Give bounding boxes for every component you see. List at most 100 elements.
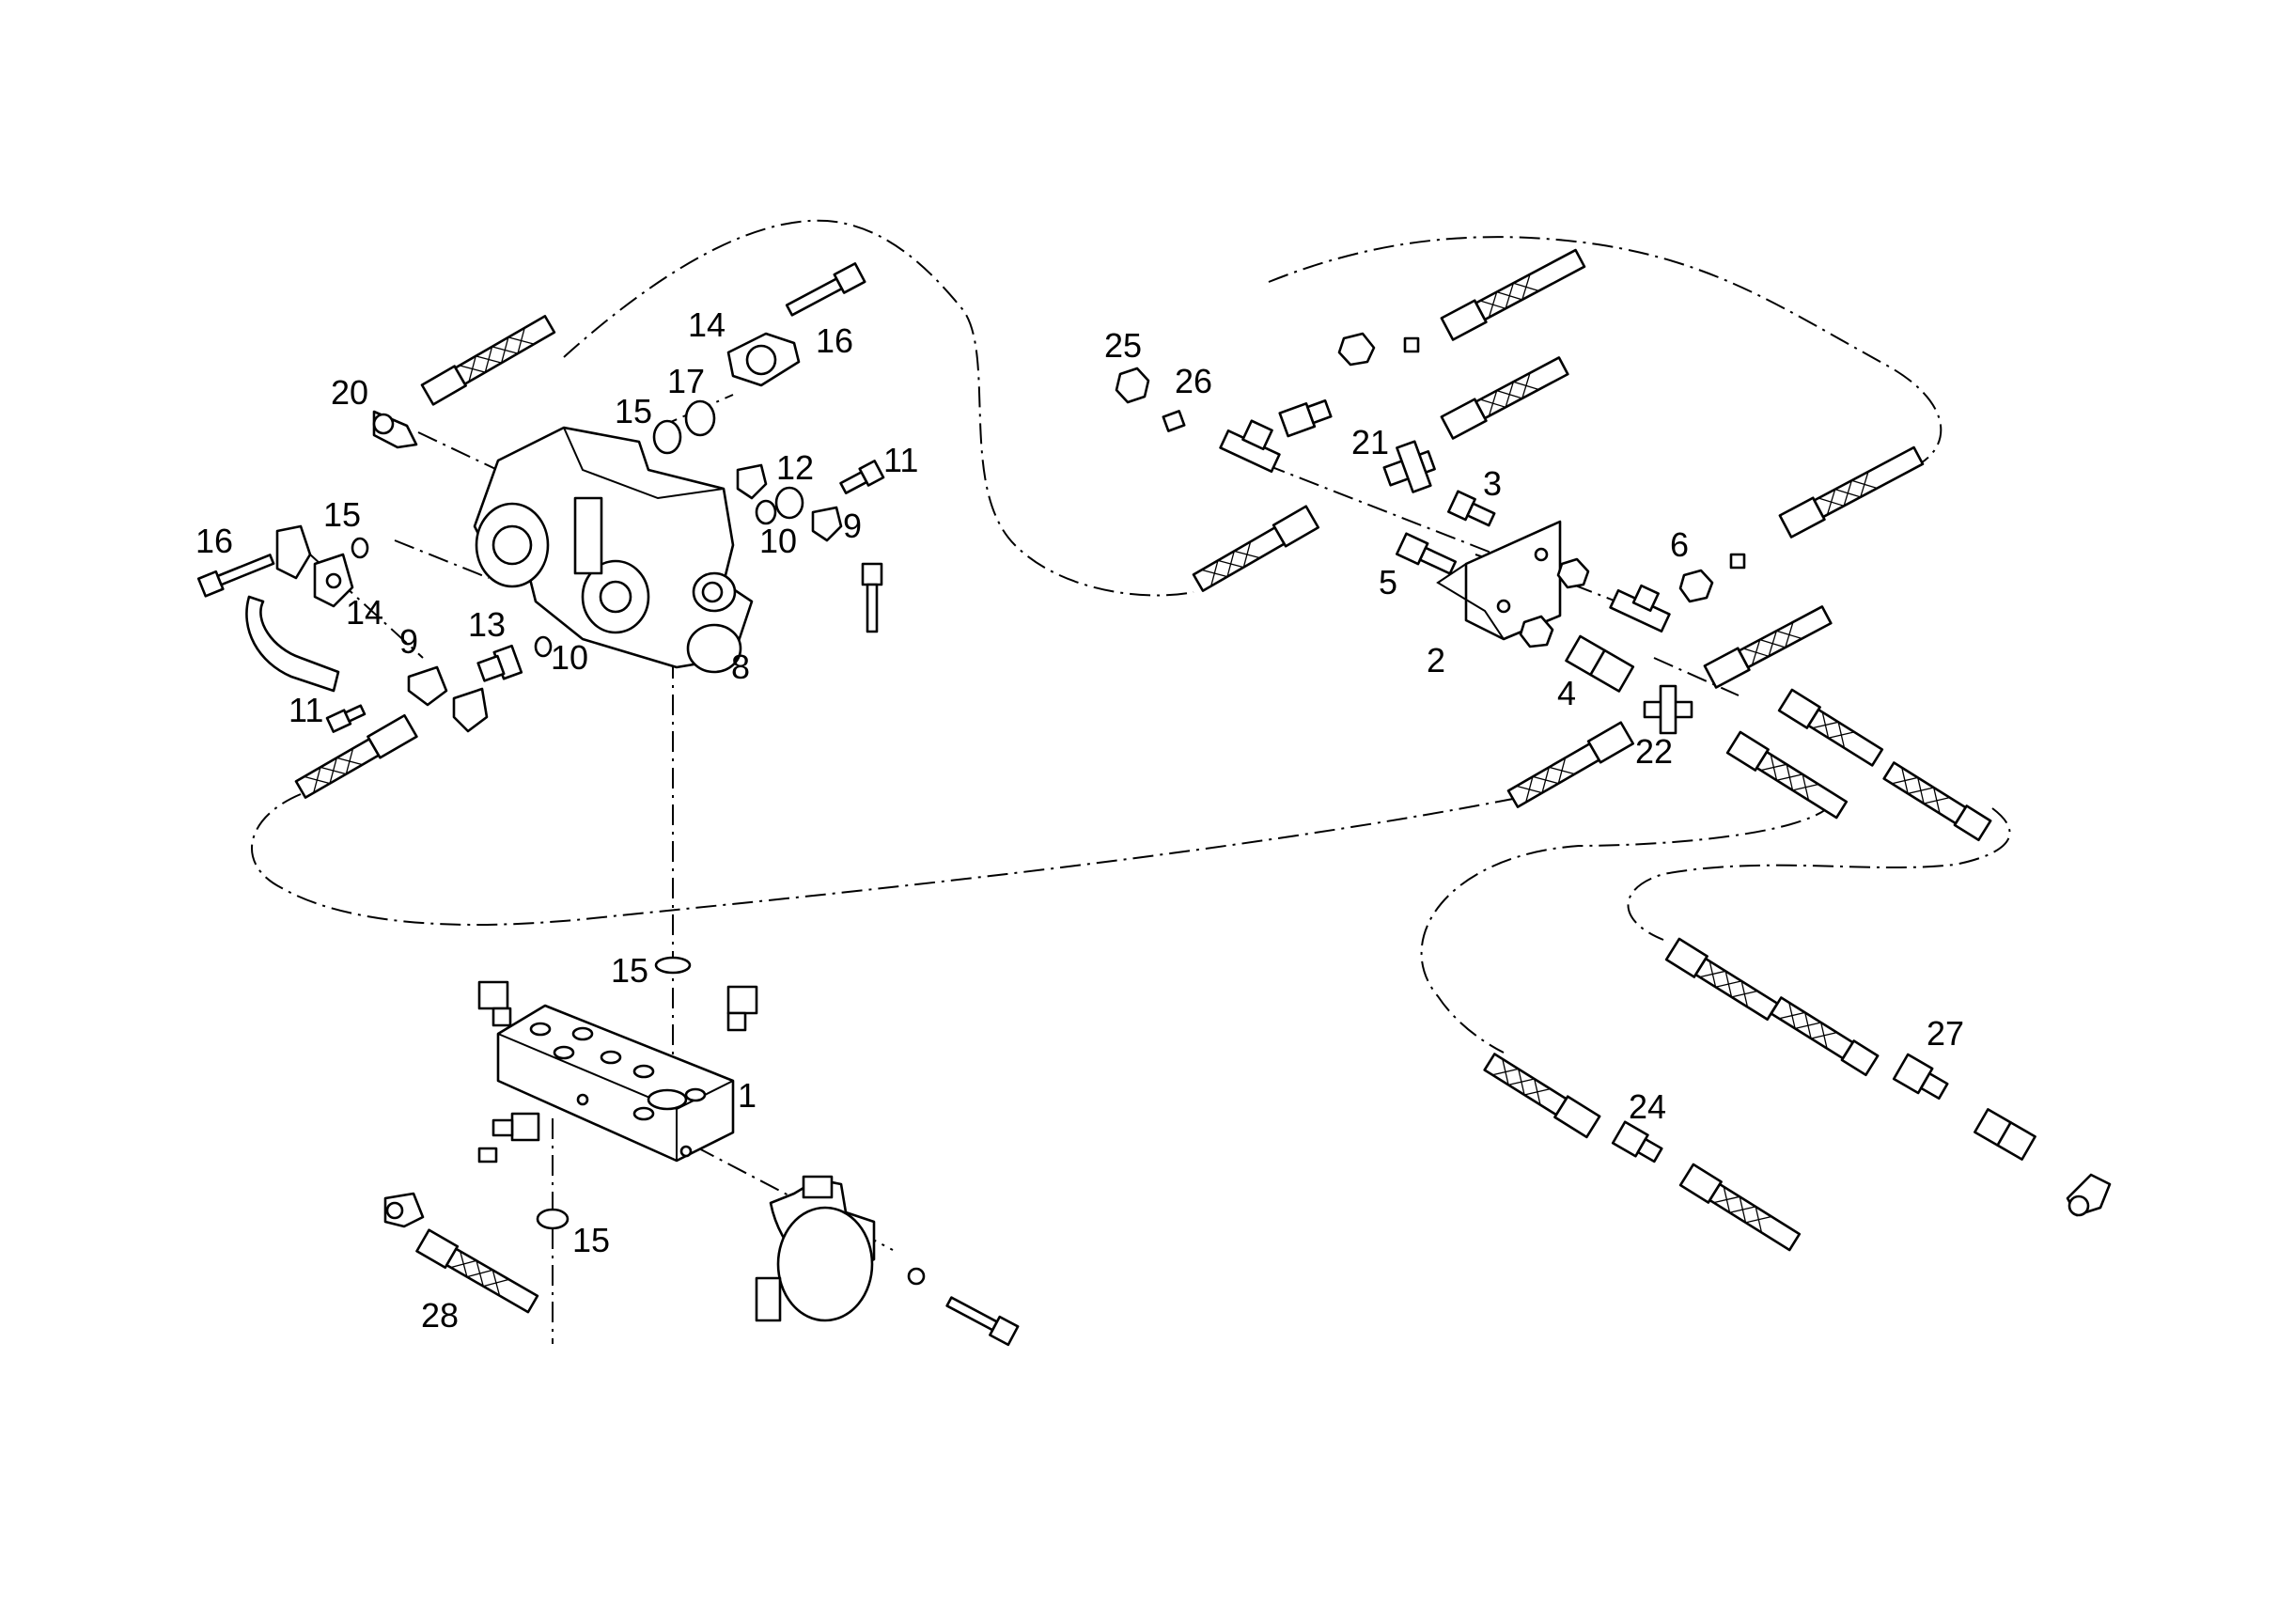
callout-20: 20: [331, 373, 368, 412]
tee-fitting-upper: [1219, 419, 1281, 474]
fitting-3: [1447, 490, 1496, 527]
base-screw-right: [726, 985, 758, 1032]
callout-8: 8: [731, 648, 750, 686]
elbow-fitting-20: [372, 410, 418, 449]
hose-right-mid: [1703, 605, 1833, 689]
seal-ring-15-left: [351, 537, 369, 559]
hose-loop-right-2: [1627, 807, 2011, 941]
callout-13: 13: [468, 605, 506, 644]
screw-11-left: [325, 704, 367, 733]
elbow-fitting-lower-right: [2066, 1173, 2112, 1217]
base-side-fitting: [491, 1112, 540, 1142]
hose-left-lower: [294, 713, 418, 799]
callout-11-right: 11: [883, 441, 918, 479]
clip-9-left: [407, 665, 448, 707]
seal-ring-15-bottom: [536, 1208, 570, 1230]
flange-left-14b: [313, 553, 354, 608]
fitting-13: [476, 644, 523, 682]
seal-ring-15-top: [652, 419, 682, 455]
seal-ring-15-base: [654, 956, 692, 975]
base-screw-left: [477, 980, 512, 1027]
hose-22-down-1: [1725, 730, 1849, 820]
seal-ring-12: [774, 486, 804, 520]
hose-center: [1192, 505, 1320, 592]
hoses: [245, 248, 1992, 1314]
callout-12: 12: [776, 448, 814, 487]
hose-right-upper: [1778, 445, 1925, 539]
small-parts: [196, 262, 2112, 1347]
nut-25: [1115, 367, 1150, 404]
callout-10-right: 10: [759, 522, 797, 560]
callout-16-top: 16: [816, 321, 853, 360]
callout-9-right: 9: [843, 507, 862, 545]
nut-bracket-upper: [1556, 557, 1590, 589]
screw-11-right: [839, 460, 885, 494]
fitting-28-elbow: [383, 1192, 425, 1228]
screw-16-left: [196, 554, 275, 598]
clip-lower-left: [452, 687, 489, 733]
callout-14-left: 14: [346, 593, 383, 632]
valve-block-8: [473, 426, 754, 674]
callout-15-left: 15: [323, 495, 361, 534]
callout-26: 26: [1175, 362, 1212, 400]
nut-27: [1974, 1108, 2036, 1161]
hose-loop-upper-right: [1268, 236, 1943, 471]
callout-6: 6: [1670, 525, 1689, 564]
callout-16-left: 16: [195, 522, 233, 560]
plug-upper-a: [1403, 336, 1420, 353]
callout-25: 25: [1104, 326, 1142, 365]
callout-28: 28: [421, 1296, 459, 1335]
callout-5: 5: [1379, 563, 1397, 601]
callout-4: 4: [1557, 674, 1576, 712]
callout-15-top: 15: [615, 392, 652, 430]
callout-15-bottom: 15: [572, 1221, 610, 1259]
hose-top-left: [420, 315, 556, 406]
callout-17: 17: [667, 362, 705, 400]
nut-bracket-lower: [1519, 615, 1554, 648]
callout-2: 2: [1427, 641, 1445, 679]
callout-27: 27: [1927, 1014, 1964, 1053]
callout-3: 3: [1483, 464, 1502, 503]
callout-1: 1: [738, 1076, 757, 1115]
hose-loop-lower-left: [250, 793, 1514, 926]
tee-fitting-6: [1609, 584, 1671, 633]
flange-left-14a: [275, 524, 312, 580]
clamp-screw: [945, 1296, 1020, 1347]
fitting-5: [1396, 532, 1458, 575]
plug-left: [477, 1147, 498, 1163]
adapter-24: [1611, 1120, 1663, 1163]
hose-top-right-1: [1440, 248, 1586, 341]
callout-22: 22: [1635, 732, 1673, 771]
plug-6: [1729, 553, 1746, 570]
hose-loop-upper-left: [563, 219, 1194, 597]
center-line-left-cluster: [309, 554, 424, 659]
hose-left-bent: [245, 595, 340, 693]
hose-22-down-3: [1882, 761, 1992, 842]
adapter-upper: [1278, 398, 1333, 438]
callout-9-left: 9: [399, 622, 418, 661]
hose-loop-right-1: [1420, 803, 1833, 1054]
callout-10-left: 10: [551, 638, 588, 677]
seal-ring-17: [684, 399, 716, 437]
hose-28: [415, 1228, 539, 1314]
cross-fitting-22: [1643, 684, 1693, 735]
hose-22-left: [1506, 721, 1635, 808]
hose-27-upper: [1664, 937, 1779, 1022]
callout-labels: 1 2 3 4 5 6 8 9 9 10 10 11 11 12 13 14 1…: [195, 305, 1964, 1335]
seal-ring-10-left: [534, 635, 553, 658]
tee-21: [1382, 440, 1436, 493]
clip-upper-right: [736, 463, 768, 500]
hose-22-down-2: [1777, 688, 1884, 767]
hose-24-right: [1678, 1163, 1802, 1252]
nut-upper-a: [1337, 332, 1376, 367]
clip-9-right: [811, 506, 843, 542]
seal-ring-10-right: [755, 499, 777, 525]
nut-6: [1678, 569, 1714, 603]
hose-24-left: [1483, 1053, 1601, 1139]
center-line-fitting-22: [1653, 657, 1740, 696]
flange-top-14: [726, 332, 801, 387]
screw-vertical: [861, 562, 883, 633]
screw-top-16: [785, 262, 866, 317]
callout-24: 24: [1629, 1087, 1666, 1126]
